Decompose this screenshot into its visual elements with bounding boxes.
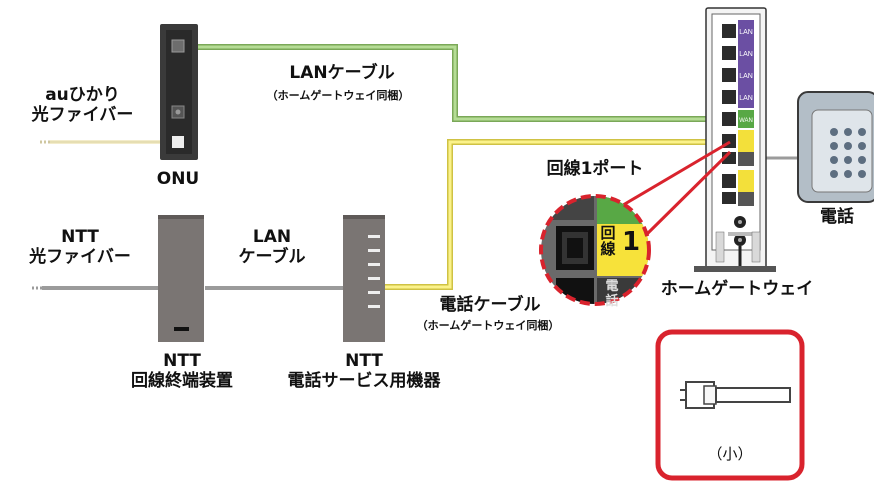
ntt-onu-device (158, 215, 204, 342)
lan4-port-label: LAN (739, 95, 753, 102)
zoom-line-num: 1 (621, 227, 641, 257)
hgw-lan-ports (722, 20, 754, 108)
ntt-onu-label: NTT 回線終端装置 (131, 351, 233, 391)
phone-label: 電話 (820, 207, 854, 227)
zoom-tel-label: 電 話 (605, 279, 619, 309)
ntt-phone-device (343, 215, 385, 342)
lan-cable-note: （ホームゲートウェイ同梱） (266, 89, 410, 102)
hgw-tel2-port (722, 192, 736, 204)
au-fiber-label: auひかり 光ファイバー (31, 85, 134, 125)
lan-cable-label: LANケーブル (289, 63, 395, 83)
home-gateway: LAN LAN LAN LAN WAN (694, 7, 776, 272)
lan2-port-label: LAN (739, 51, 753, 58)
tel-cable-label: 電話ケーブル (439, 295, 541, 315)
hgw-wan-port (722, 112, 736, 126)
small-cable-box (655, 329, 805, 481)
tel-cable-note: （ホームゲートウェイ同梱） (416, 319, 560, 332)
ntt-phone-device-label: NTT 電話サービス用機器 (287, 351, 441, 391)
small-label: （小） (707, 445, 753, 463)
hgw-label: ホームゲートウェイ (660, 279, 814, 299)
port-line1-label: 回線1ポート (546, 159, 644, 179)
hgw-line2-port (722, 174, 736, 188)
lan1-port-label: LAN (739, 29, 753, 36)
zoom-callout-lines (617, 140, 732, 238)
ntt-fiber-label: NTT 光ファイバー (29, 227, 131, 267)
lan3-port-label: LAN (739, 73, 753, 80)
telephone (797, 91, 874, 203)
wan-port-label: WAN (739, 118, 753, 124)
zoom-line-label: 回 線 (600, 224, 616, 258)
onu-label: ONU (156, 169, 200, 189)
onu-device (160, 24, 198, 160)
lan-cable2-label: LAN ケーブル (238, 227, 306, 267)
